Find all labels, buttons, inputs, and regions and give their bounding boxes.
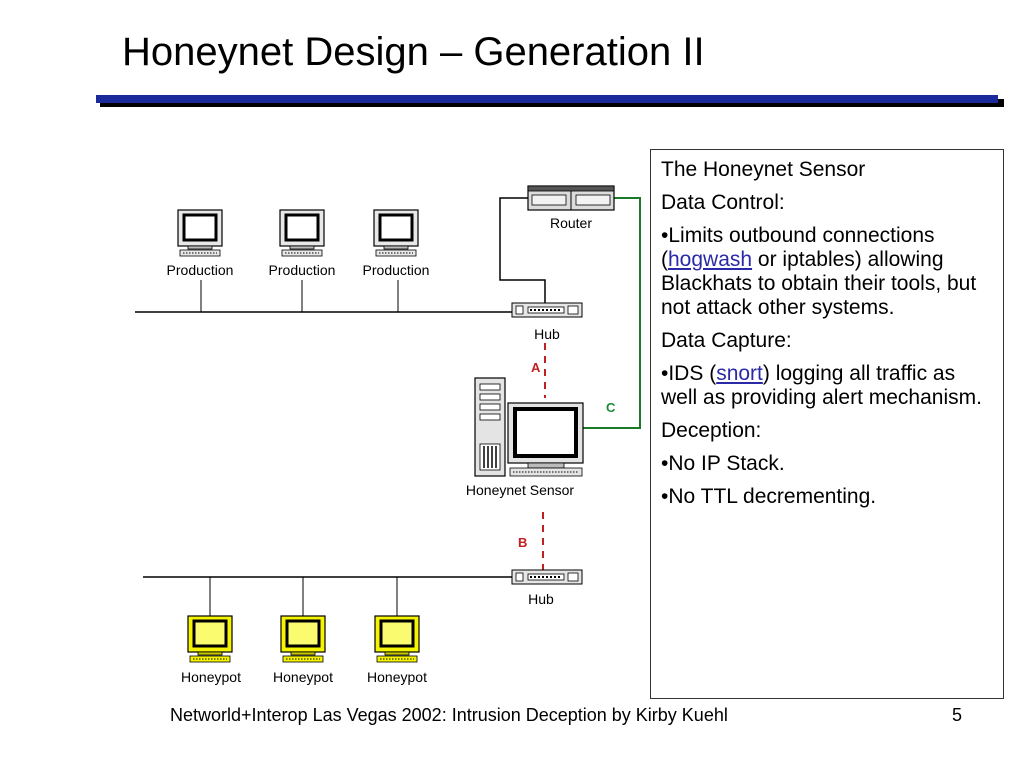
deception-item-2: •No TTL decrementing. bbox=[661, 485, 877, 508]
production-computer-icon bbox=[372, 208, 420, 258]
production-computer-icon bbox=[278, 208, 326, 258]
link-a-label: A bbox=[531, 360, 541, 375]
sensor-info-box: The Honeynet Sensor Data Control: •Limit… bbox=[650, 149, 1004, 699]
title-rule-shadow bbox=[100, 99, 1004, 107]
production-label: Production bbox=[269, 262, 336, 278]
data-control-item: •Limits outbound connections (hogwash or… bbox=[661, 224, 993, 320]
production-label: Production bbox=[167, 262, 234, 278]
hub-label: Hub bbox=[534, 326, 560, 342]
hub-icon bbox=[511, 569, 583, 585]
data-control-prefix: •Limits outbound connections ( bbox=[661, 224, 935, 271]
hub-label: Hub bbox=[528, 591, 554, 607]
deception-heading: Deception: bbox=[661, 419, 762, 442]
deception-item-1: •No IP Stack. bbox=[661, 452, 785, 475]
router-icon bbox=[527, 185, 615, 211]
honeypot-computer-icon bbox=[186, 614, 234, 664]
link-b-label: B bbox=[518, 535, 527, 550]
honeynet-sensor-label: Honeynet Sensor bbox=[466, 482, 575, 498]
snort-link[interactable]: snort bbox=[716, 362, 763, 385]
router-hub-cable bbox=[499, 197, 546, 303]
honeypot-computer-icon bbox=[373, 614, 421, 664]
hub-icon bbox=[511, 302, 583, 318]
data-control-heading: Data Control: bbox=[661, 191, 785, 214]
page-number: 5 bbox=[952, 705, 963, 725]
link-c-label: C bbox=[606, 400, 616, 415]
hogwash-link[interactable]: hogwash bbox=[668, 248, 753, 271]
honeypot-label: Honeypot bbox=[181, 669, 241, 685]
link-c-cable bbox=[583, 197, 641, 429]
data-capture-suffix: ) logging all traffic as well as providi… bbox=[661, 362, 982, 409]
data-capture-prefix: •IDS ( bbox=[661, 362, 717, 385]
production-computer-icon bbox=[176, 208, 224, 258]
data-control-suffix: or iptables) allowing Blackhats to obtai… bbox=[661, 248, 977, 319]
slide-title: Honeynet Design – Generation II bbox=[122, 30, 705, 74]
title-rule bbox=[96, 95, 998, 103]
honeypot-label: Honeypot bbox=[273, 669, 333, 685]
data-capture-heading: Data Capture: bbox=[661, 329, 792, 352]
production-label: Production bbox=[363, 262, 430, 278]
router-label: Router bbox=[550, 215, 592, 231]
honeypot-label: Honeypot bbox=[367, 669, 427, 685]
data-capture-item: •IDS (snort) logging all traffic as well… bbox=[661, 362, 993, 410]
honeynet-sensor-icon bbox=[474, 377, 584, 477]
slide-footer: Networld+Interop Las Vegas 2002: Intrusi… bbox=[170, 705, 728, 725]
honeypot-computer-icon bbox=[279, 614, 327, 664]
info-heading: The Honeynet Sensor bbox=[661, 158, 866, 181]
